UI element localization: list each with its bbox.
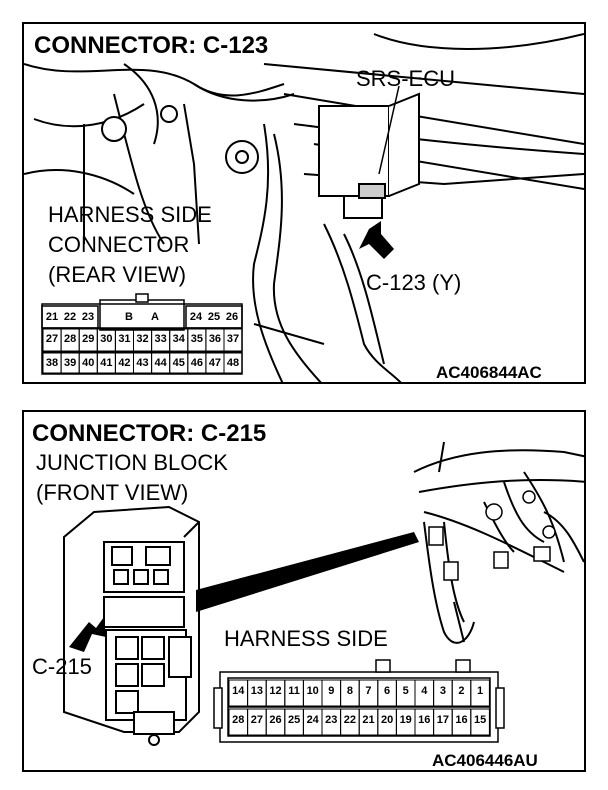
pin-label: 22 [63, 311, 77, 323]
pin-label: 11 [288, 685, 300, 697]
pin-cell [470, 708, 490, 736]
pin-label: 31 [118, 333, 131, 345]
pin-label: 25 [207, 311, 221, 323]
pin-label: 45 [172, 357, 185, 369]
pin-label: 5 [402, 685, 409, 697]
view-line-2: (FRONT VIEW) [36, 480, 189, 505]
pin-label: 24 [306, 714, 319, 726]
pin-label: 16 [455, 714, 468, 726]
pin-label: 7 [365, 685, 372, 697]
pin-label: 41 [100, 357, 113, 369]
pin-label: 23 [325, 714, 338, 726]
pin-label: 33 [154, 333, 167, 345]
pin-label: 44 [154, 357, 167, 369]
pin-label: 15 [473, 714, 487, 726]
pin-label: 47 [208, 357, 222, 369]
pin-label: 37 [226, 333, 240, 345]
pin-label: B [125, 311, 133, 323]
connector-callout: C-215 [32, 654, 92, 679]
pin-label: 48 [226, 357, 240, 369]
pin-label: 38 [45, 357, 59, 369]
panel-title: CONNECTOR: C-123 [34, 32, 269, 59]
c123-location-drawing [24, 33, 584, 382]
pin-label: 4 [421, 685, 428, 697]
view-line-1: JUNCTION BLOCK [36, 450, 228, 475]
panel-title: CONNECTOR: C-215 [32, 420, 267, 447]
pin-label: 9 [328, 685, 335, 697]
connector-c215-panel: CONNECTOR: C-215 JUNCTION BLOCK (FRONT V… [22, 410, 586, 772]
connector-c123-panel: CONNECTOR: C-123 SRS-ECU HARNESS SIDE CO… [22, 22, 586, 384]
pin-label: 28 [64, 333, 77, 345]
pin-label: 28 [232, 714, 245, 726]
pin-label: 26 [225, 311, 239, 323]
pin-label: 40 [82, 357, 95, 369]
pin-label: 17 [436, 714, 450, 726]
pin-label: 2 [458, 685, 465, 697]
pin-label: 8 [346, 685, 353, 697]
pin-label: 35 [190, 333, 203, 345]
pin-label: 22 [343, 714, 357, 726]
pin-label: 43 [136, 357, 149, 369]
pin-cell [470, 679, 490, 707]
pin-label: 30 [100, 333, 113, 345]
pin-cell [223, 328, 243, 352]
pin-label: 21 [362, 714, 375, 726]
pin-label: 21 [45, 311, 59, 323]
pin-label: 39 [64, 357, 77, 369]
pin-label: 42 [118, 357, 131, 369]
pin-label: 32 [136, 333, 149, 345]
pin-label: 23 [81, 311, 95, 323]
pin-label: 27 [250, 714, 264, 726]
connector-callout: C-123 (Y) [366, 270, 462, 295]
view-line-3: (REAR VIEW) [48, 262, 187, 287]
pin-label: 12 [269, 685, 282, 697]
pin-label: 34 [172, 333, 185, 345]
c215-location-drawing [63, 441, 584, 746]
harness-side-label: HARNESS SIDE [224, 626, 388, 651]
figure-code: AC406446AU [432, 751, 538, 770]
view-line-2: CONNECTOR [48, 232, 190, 257]
pin-label: 1 [477, 685, 484, 697]
pin-label: 29 [82, 333, 95, 345]
pin-label: 19 [399, 714, 412, 726]
pin-label: 27 [45, 333, 59, 345]
pin-label: 20 [380, 714, 394, 726]
pin-label: 14 [232, 685, 245, 697]
srs-ecu-label: SRS-ECU [356, 66, 456, 91]
view-line-1: HARNESS SIDE [48, 202, 212, 227]
pin-label: A [151, 311, 159, 323]
pin-label: 6 [384, 685, 391, 697]
pin-label: 36 [208, 333, 222, 345]
pin-label: 46 [190, 357, 203, 369]
pin-label: 25 [287, 714, 301, 726]
c123-connector-face [41, 293, 243, 375]
pin-cell [223, 352, 243, 374]
pin-label: 3 [439, 685, 446, 697]
pin-label: 10 [306, 685, 319, 697]
pin-label: 13 [250, 685, 264, 697]
pin-label: 16 [418, 714, 431, 726]
pin-label: 24 [189, 311, 203, 323]
figure-code: AC406844AC [436, 363, 542, 382]
pin-label: 26 [269, 714, 282, 726]
